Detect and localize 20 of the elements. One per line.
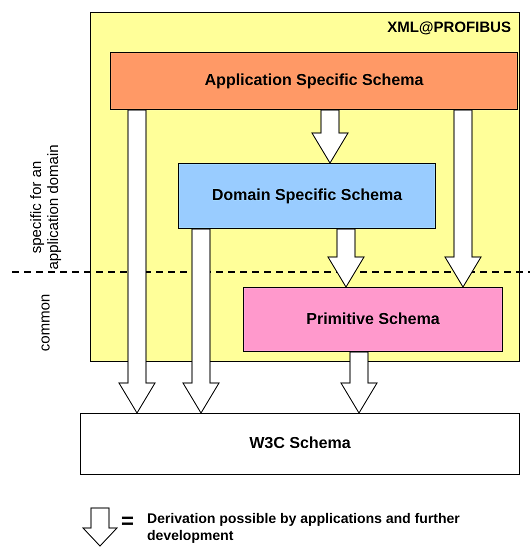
equals-sign: = (121, 508, 134, 534)
schema-group-panel (90, 12, 520, 362)
group-title: XML@PROFIBUS (387, 19, 511, 36)
schema-name: Primitive Schema (306, 310, 440, 328)
schema-box (178, 163, 436, 229)
side-label: common (36, 292, 54, 354)
derivation-arrow (182, 228, 220, 414)
derivation-arrow (311, 110, 349, 164)
schema-name: Domain Specific Schema (212, 187, 402, 205)
derivation-arrow (327, 228, 365, 288)
derivation-arrow (118, 110, 156, 414)
schema-name: Application Specific Schema (204, 72, 424, 90)
legend-text: Derivation possible by applications and further development (147, 510, 461, 544)
derivation-arrow (444, 110, 482, 288)
schema-box (80, 413, 520, 475)
schema-box (243, 287, 503, 352)
derivation-arrow (340, 352, 378, 414)
side-label: specific for an application domain (28, 143, 62, 272)
schema-box (110, 52, 518, 110)
schema-name: W3C Schema (249, 435, 351, 453)
